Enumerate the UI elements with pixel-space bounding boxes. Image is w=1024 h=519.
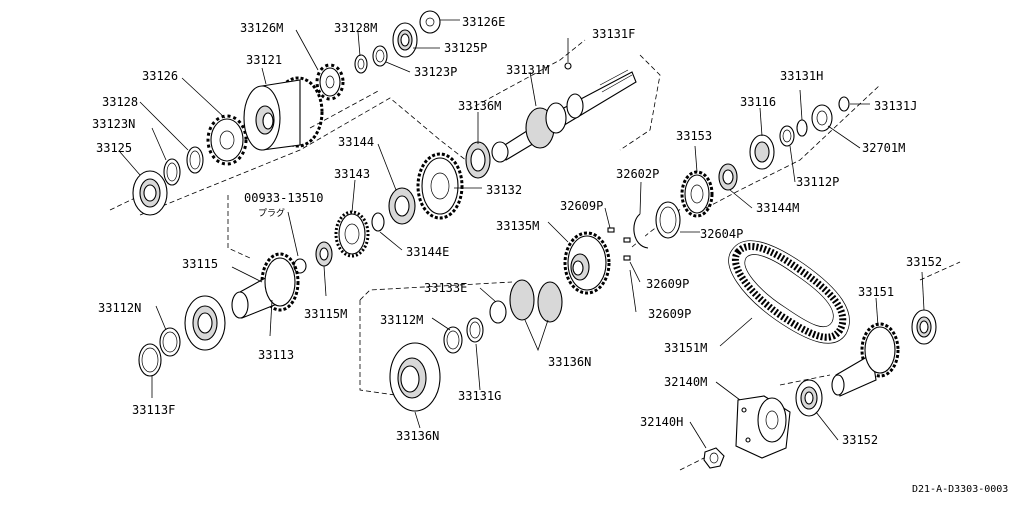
- label-33143: 33143: [334, 167, 370, 181]
- label-32609P-top: 32609P: [560, 199, 603, 213]
- part-32140M-flange: [735, 395, 791, 459]
- part-33136N-sleeve: [389, 342, 441, 412]
- part-33143-sleeve: [334, 210, 370, 258]
- part-33116-bearing: [749, 134, 775, 170]
- label-32602P: 32602P: [616, 167, 659, 181]
- label-33112P: 33112P: [796, 175, 839, 189]
- part-33132-gear: [416, 152, 464, 220]
- part-32701M-seal: [811, 104, 833, 132]
- label-33131F: 33131F: [592, 27, 635, 41]
- label-33131G: 33131G: [458, 389, 501, 403]
- label-33132: 33132: [486, 183, 522, 197]
- diagram-code: D21-A-D3303-0003: [912, 484, 1008, 495]
- part-33126E-washer: [419, 10, 441, 34]
- part-33113F-snap-ring: [138, 343, 162, 377]
- part-33133E-ring: [489, 300, 507, 324]
- part-33144E-ring: [371, 212, 385, 232]
- label-32140H: 32140H: [640, 415, 683, 429]
- label-33135M: 33135M: [496, 219, 539, 233]
- label-33126E: 33126E: [462, 15, 505, 29]
- part-33128M-ring: [354, 54, 368, 74]
- part-33123N-ring: [163, 158, 181, 186]
- label-33125P: 33125P: [444, 41, 487, 55]
- label-33144: 33144: [338, 135, 374, 149]
- dashed-assembly-lines: [109, 39, 961, 471]
- part-00933-13510-plug: [293, 258, 307, 274]
- part-32602P-ring: [633, 213, 649, 249]
- label-33115: 33115: [182, 257, 218, 271]
- label-33115M: 33115M: [304, 307, 347, 321]
- label-33131H: 33131H: [780, 69, 823, 83]
- part-33131F-plug: [564, 62, 572, 70]
- part-33126M-sprocket: [315, 63, 345, 101]
- part-33125P-bearing: [392, 22, 418, 58]
- label-32701M: 32701M: [862, 141, 905, 155]
- part-33123P-ring: [372, 45, 388, 67]
- label-33112M: 33112M: [380, 313, 423, 327]
- part-33151-output-shaft: [831, 322, 900, 397]
- label-33133E: 33133E: [424, 281, 467, 295]
- label-33136N-needles: 33136N: [548, 355, 591, 369]
- part-32604P-ring: [655, 201, 681, 239]
- label-33112N: 33112N: [98, 301, 141, 315]
- label-33144E: 33144E: [406, 245, 449, 259]
- label-33125: 33125: [96, 141, 132, 155]
- label-32140M: 32140M: [664, 375, 707, 389]
- part-33144-needle-bearing: [388, 187, 416, 225]
- label-33152-bottom: 33152: [842, 433, 878, 447]
- part-33152-bearing-top: [911, 309, 937, 345]
- part-33112N-bearing: [184, 295, 226, 351]
- part-33131H-ring: [796, 119, 808, 137]
- part-33144M-bearing: [718, 163, 738, 191]
- part-33112P-ring: [779, 125, 795, 147]
- part-33131J-snap-ring: [838, 96, 850, 112]
- label-33153: 33153: [676, 129, 712, 143]
- label-33113: 33113: [258, 348, 294, 362]
- label-33128M: 33128M: [334, 21, 377, 35]
- part-labels: 33126M 33128M 33126E 33125P 33123P 33121…: [92, 15, 1008, 495]
- part-33152-bearing-bottom: [795, 379, 823, 417]
- part-33115-input-gear: [231, 252, 300, 319]
- label-32609P-low: 32609P: [648, 307, 691, 321]
- part-33128-ring: [186, 146, 204, 174]
- label-33113F: 33113F: [132, 403, 175, 417]
- label-32609P-mid: 32609P: [646, 277, 689, 291]
- label-33151: 33151: [858, 285, 894, 299]
- label-33126: 33126: [142, 69, 178, 83]
- part-33112N-ring: [159, 327, 181, 357]
- label-33136M: 33136M: [458, 99, 501, 113]
- part-33125-bearing: [132, 170, 168, 216]
- part-33135M-clutch-hub: [563, 231, 611, 295]
- label-33144M: 33144M: [756, 201, 799, 215]
- part-32609P-pins: [607, 227, 631, 261]
- part-32140H-nut: [703, 447, 725, 469]
- part-33136N-needle-bearings: [509, 279, 563, 323]
- part-33112M-ring: [443, 326, 463, 354]
- label-33116: 33116: [740, 95, 776, 109]
- label-33123P: 33123P: [414, 65, 457, 79]
- label-33123N: 33123N: [92, 117, 135, 131]
- label-00933-13510: 00933-13510: [244, 191, 323, 205]
- part-33126-sprocket: [206, 114, 248, 166]
- label-33131M: 33131M: [506, 63, 549, 77]
- label-33136N: 33136N: [396, 429, 439, 443]
- label-33131J: 33131J: [874, 99, 917, 113]
- leader-lines: [119, 19, 925, 449]
- part-33151M-drive-chain: [728, 240, 850, 344]
- part-33121-gear: [243, 76, 324, 151]
- label-33121: 33121: [246, 53, 282, 67]
- part-33136M-needle-bearing: [465, 141, 491, 179]
- label-33151M: 33151M: [664, 341, 707, 355]
- label-33126M: 33126M: [240, 21, 283, 35]
- label-32604P: 32604P: [700, 227, 743, 241]
- part-33115M-needle-bearing: [315, 241, 333, 267]
- label-33128: 33128: [102, 95, 138, 109]
- label-plug: プラグ: [258, 207, 285, 219]
- label-33152-top: 33152: [906, 255, 942, 269]
- part-33131G-ring: [466, 317, 484, 343]
- part-33153-sprocket: [680, 170, 714, 218]
- part-33131M-mainshaft: [491, 69, 637, 163]
